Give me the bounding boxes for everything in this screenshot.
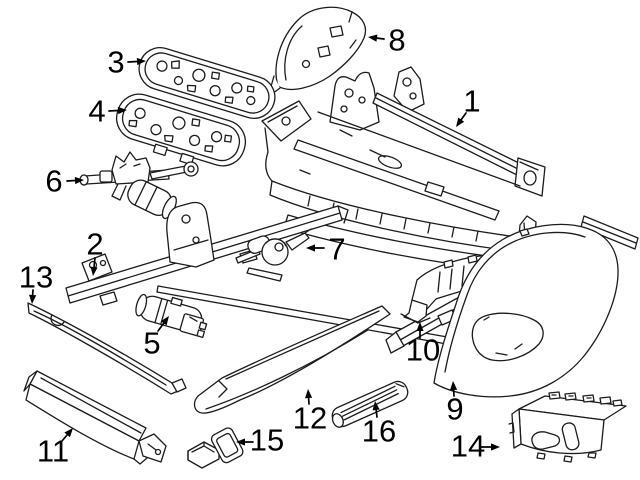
- callout-number-10: 10: [406, 333, 440, 368]
- callout-arrowhead-6: [74, 176, 84, 185]
- callout-number-9: 9: [446, 392, 463, 427]
- callout-arrow-line-5: [157, 322, 165, 332]
- callout-number-6: 6: [45, 164, 62, 199]
- callout-number-5: 5: [143, 326, 160, 361]
- callout-seat-pan-upper: 3: [107, 45, 146, 80]
- callout-number-15: 15: [250, 423, 284, 458]
- callout-rear-cover-clip: 15: [236, 423, 284, 458]
- part-12-inner-track-cover: [193, 305, 391, 414]
- callout-arrow-line-2: [93, 257, 96, 268]
- callout-arrow-line-1: [460, 112, 467, 121]
- part-13-front-trim-strip: [27, 302, 187, 395]
- callout-seat-track-assembly: 2: [86, 227, 104, 276]
- callout-number-12: 12: [293, 401, 327, 436]
- part-11-outer-track-cover: [23, 370, 167, 465]
- callout-seat-pan-lower: 4: [88, 94, 127, 129]
- callout-arrowhead-13: [29, 294, 37, 304]
- callout-track-end-cap: 16: [362, 401, 396, 449]
- callout-number-14: 14: [451, 429, 485, 464]
- callout-outer-track-cover: 11: [37, 428, 73, 469]
- part-4-seat-pan-lower: [115, 93, 247, 167]
- callout-arrowhead-12: [305, 389, 313, 399]
- callout-arrowhead-15: [236, 438, 245, 446]
- callout-number-3: 3: [107, 45, 124, 80]
- callout-adjust-motor-right: 7: [306, 232, 346, 267]
- part-14-seat-adjust-switch: [508, 391, 627, 463]
- callout-arrowhead-11: [64, 428, 73, 438]
- callout-seat-frame-assembly: 1: [456, 84, 481, 127]
- callout-number-8: 8: [388, 23, 405, 58]
- callout-seat-adjust-switch: 14: [451, 429, 500, 464]
- callout-arrowhead-7: [306, 244, 315, 252]
- callout-arrowhead-5: [160, 316, 169, 326]
- callout-number-16: 16: [362, 414, 396, 449]
- callout-adjust-motor-left: 6: [45, 164, 84, 199]
- part-5-adjust-motor-center: [135, 293, 208, 339]
- part-9-side-trim-panel: [433, 223, 619, 398]
- callout-arrow-line-8: [376, 37, 385, 40]
- callout-number-1: 1: [463, 84, 480, 119]
- callout-arrow-line-11: [61, 434, 69, 442]
- callout-arrowhead-4: [117, 106, 127, 115]
- part-16-track-end-cap: [331, 380, 409, 428]
- part-15-rear-cover-clip: [187, 427, 244, 469]
- callout-arrowhead-16: [372, 401, 380, 411]
- callout-arrow-line-16: [375, 409, 378, 418]
- callout-number-7: 7: [328, 232, 345, 267]
- callout-arrowhead-14: [491, 443, 500, 451]
- callout-arrowhead-2: [90, 266, 98, 276]
- part-8-side-shield: [267, 6, 367, 98]
- callout-arrow-line-4: [108, 109, 119, 112]
- callout-track-end-bracket: 10: [406, 322, 440, 368]
- callout-inner-track-cover: 12: [293, 389, 327, 436]
- callout-number-13: 13: [19, 260, 53, 295]
- part-6-adjust-motor-left: [79, 151, 199, 220]
- callout-arrowhead-1: [456, 117, 465, 127]
- callout-front-trim-strip: 13: [19, 260, 53, 304]
- callout-adjust-motor-center: 5: [143, 316, 169, 361]
- callout-arrowhead-8: [368, 34, 378, 42]
- part-7-adjust-motor-right: [235, 228, 312, 282]
- callout-number-11: 11: [37, 434, 69, 469]
- callout-arrowhead-9: [450, 381, 458, 391]
- callout-arrowhead-10: [416, 322, 424, 331]
- callout-number-4: 4: [88, 94, 105, 129]
- callout-arrowhead-3: [136, 57, 146, 66]
- callout-number-2: 2: [86, 227, 103, 262]
- callout-side-shield: 8: [368, 23, 406, 58]
- part-1-seat-frame: [261, 66, 546, 273]
- callout-arrow-line-3: [127, 60, 138, 63]
- callout-side-trim-panel: 9: [446, 381, 464, 427]
